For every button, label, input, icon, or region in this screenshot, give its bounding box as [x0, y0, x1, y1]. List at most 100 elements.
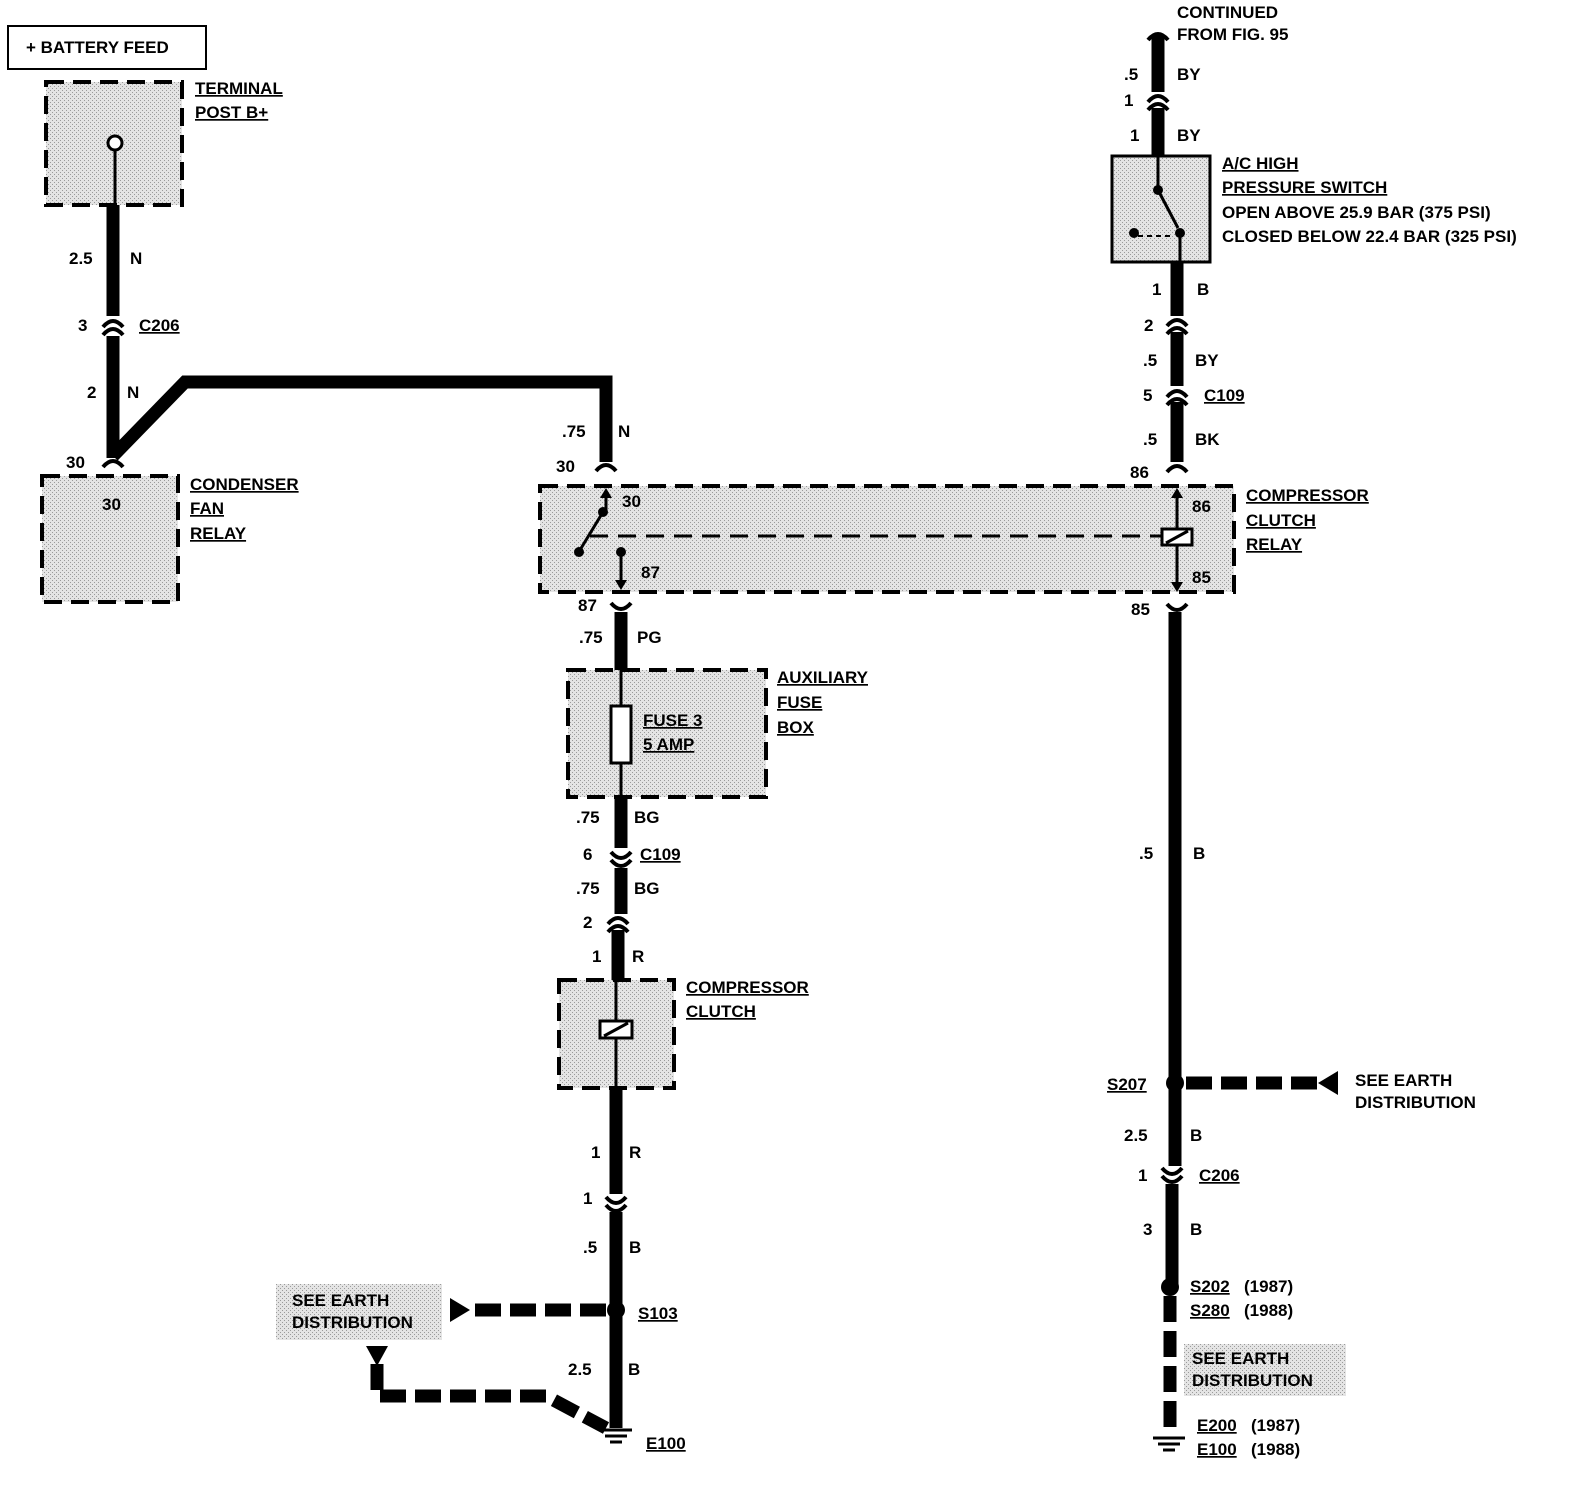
ccr-pin-86-outer: 86: [1130, 463, 1149, 482]
wire-color-05-by-2: BY: [1195, 351, 1219, 370]
ccr-pin-87-outer: 87: [578, 596, 597, 615]
s207-earth-ref-1: SEE EARTH: [1355, 1071, 1452, 1090]
wire-size-25-b: 2.5: [568, 1360, 592, 1379]
wire-color-3-b: B: [1190, 1220, 1202, 1239]
wire-middle-branch: [604, 601, 633, 1428]
ccr-pin-86-inner: 86: [1192, 497, 1211, 516]
splice-s280-year: (1988): [1244, 1301, 1293, 1320]
splice-s280-label: S280: [1190, 1301, 1230, 1320]
ac-switch-label-3: OPEN ABOVE 25.9 BAR (375 PSI): [1222, 203, 1491, 222]
connector-c206-left-icon: [101, 319, 125, 329]
ccr-pin-85-outer: 85: [1131, 600, 1150, 619]
connector-r2-pin: 2: [1144, 316, 1153, 335]
compressor-clutch-relay-label-1: COMPRESSOR: [1246, 486, 1369, 505]
terminal-post-label-1: TERMINAL: [195, 79, 283, 98]
wire-color-075-pg: PG: [637, 628, 662, 647]
c109-mid-name: C109: [640, 845, 681, 864]
earth-ref-s207-arrow-icon: [1318, 1071, 1338, 1095]
earth-e200-year: (1987): [1251, 1416, 1300, 1435]
ccr-pin-85-inner: 85: [1192, 568, 1211, 587]
wire-size-075-n: .75: [562, 422, 586, 441]
connector-c109-mid-icon: [609, 850, 633, 860]
splice-s207-label: S207: [1107, 1075, 1147, 1094]
c206-right-name: C206: [1199, 1166, 1240, 1185]
splice-s207-icon: [1166, 1074, 1184, 1092]
fuse-label-1: FUSE 3: [643, 711, 703, 730]
ccr-pin-30-outer: 30: [556, 457, 575, 476]
wire-size-1-b: 1: [1152, 280, 1161, 299]
c109-mid-pin: 6: [583, 845, 592, 864]
condenser-fan-relay-label-2: FAN: [190, 499, 224, 518]
wire-size-1-by: 1: [1130, 126, 1139, 145]
ac-switch-label-2: PRESSURE SWITCH: [1222, 178, 1387, 197]
s202-earth-ref-1: SEE EARTH: [1192, 1349, 1289, 1368]
connector-2-pin: 2: [583, 913, 592, 932]
fuse-icon: [609, 704, 633, 765]
earth-ref-down-arrow-icon: [366, 1346, 388, 1366]
ccr-pin-30-inner: 30: [622, 492, 641, 511]
terminal-post-icon: [106, 134, 124, 152]
earth-e200-label: E200: [1197, 1416, 1237, 1435]
splice-s202-icon: [1161, 1278, 1179, 1296]
auxiliary-fuse-box-label-2: FUSE: [777, 693, 822, 712]
fuse-label-2: 5 AMP: [643, 735, 694, 754]
c206-left-pin: 3: [78, 316, 87, 335]
wire-color-1-r-1: R: [632, 947, 644, 966]
condenser-fan-relay-label-3: RELAY: [190, 524, 247, 543]
wire-color-1-r-2: R: [629, 1143, 641, 1162]
terminal-post-label-2: POST B+: [195, 103, 268, 122]
continued-label-1: CONTINUED: [1177, 3, 1278, 22]
compressor-clutch-component: COMPRESSOR CLUTCH: [557, 978, 809, 1090]
compressor-clutch-relay-label-3: RELAY: [1246, 535, 1303, 554]
c206-right-pin: 1: [1138, 1166, 1147, 1185]
connector-1-pin: 1: [583, 1189, 592, 1208]
wire-size-075-bg-1: .75: [576, 808, 600, 827]
wire-color-075-bg-2: BG: [634, 879, 660, 898]
wire-size-25-b-right: 2.5: [1124, 1126, 1148, 1145]
auxiliary-fuse-box-label-1: AUXILIARY: [777, 668, 869, 687]
wire-color-25-b-right: B: [1190, 1126, 1202, 1145]
compressor-clutch-label-1: COMPRESSOR: [686, 978, 809, 997]
wire-size-05-by-2: .5: [1143, 351, 1157, 370]
condenser-fan-relay-label-1: CONDENSER: [190, 475, 299, 494]
wire-right-branch: [1146, 32, 1189, 1432]
wire-size-1-r-2: 1: [591, 1143, 600, 1162]
wire-size-075-pg: .75: [579, 628, 603, 647]
battery-feed-label-box: + BATTERY FEED: [7, 25, 207, 70]
wire-color-075-bg-1: BG: [634, 808, 660, 827]
earth-e100-left-label: E100: [646, 1434, 686, 1453]
wire-color-05-bk: BK: [1195, 430, 1220, 449]
connector-top-pin: 1: [1124, 91, 1133, 110]
auxiliary-fuse-box-component: FUSE 3 5 AMP AUXILIARY FUSE BOX: [566, 668, 869, 799]
battery-feed-label: + BATTERY FEED: [26, 38, 169, 57]
ac-high-pressure-switch-component: A/C HIGH PRESSURE SWITCH OPEN ABOVE 25.9…: [1110, 154, 1517, 264]
wire-size-3-b: 3: [1143, 1220, 1152, 1239]
wire-size-05-by-1: .5: [1124, 65, 1138, 84]
earth-e100-right-year: (1988): [1251, 1440, 1300, 1459]
connector-c109-right-icon: [1165, 389, 1189, 399]
cfr-pin-30-inner: 30: [102, 495, 121, 514]
wire-size-2-n: 2: [87, 383, 96, 402]
s207-earth-ref-2: DISTRIBUTION: [1355, 1093, 1476, 1112]
ac-switch-label-4: CLOSED BELOW 22.4 BAR (325 PSI): [1222, 227, 1517, 246]
wire-color-2-n: N: [127, 383, 139, 402]
s103-earth-ref-2: DISTRIBUTION: [292, 1313, 413, 1332]
wire-color-1-by: BY: [1177, 126, 1201, 145]
terminal-post-component: TERMINAL POST B+: [44, 79, 283, 207]
connector-c206-right-icon: [1160, 1166, 1184, 1176]
earth-ground-right-icon: [1153, 1436, 1185, 1452]
splice-s103-icon: [607, 1301, 625, 1319]
compressor-clutch-relay-component: 30 87 86 85 COMPRESSOR CLUTCH RELAY: [538, 484, 1369, 594]
wire-color-1-b: B: [1197, 280, 1209, 299]
earth-ground-e100-left-icon: [600, 1428, 632, 1444]
s202-earth-ref-2: DISTRIBUTION: [1192, 1371, 1313, 1390]
auxiliary-fuse-box-label-3: BOX: [777, 718, 815, 737]
splice-s202-label: S202: [1190, 1277, 1230, 1296]
splice-s202-year: (1987): [1244, 1277, 1293, 1296]
c206-left-name: C206: [139, 316, 180, 335]
wire-size-075-bg-2: .75: [576, 879, 600, 898]
wire-size-05-b: .5: [583, 1238, 597, 1257]
wire-color-05-b: B: [629, 1238, 641, 1257]
s103-earth-ref-1: SEE EARTH: [292, 1291, 389, 1310]
